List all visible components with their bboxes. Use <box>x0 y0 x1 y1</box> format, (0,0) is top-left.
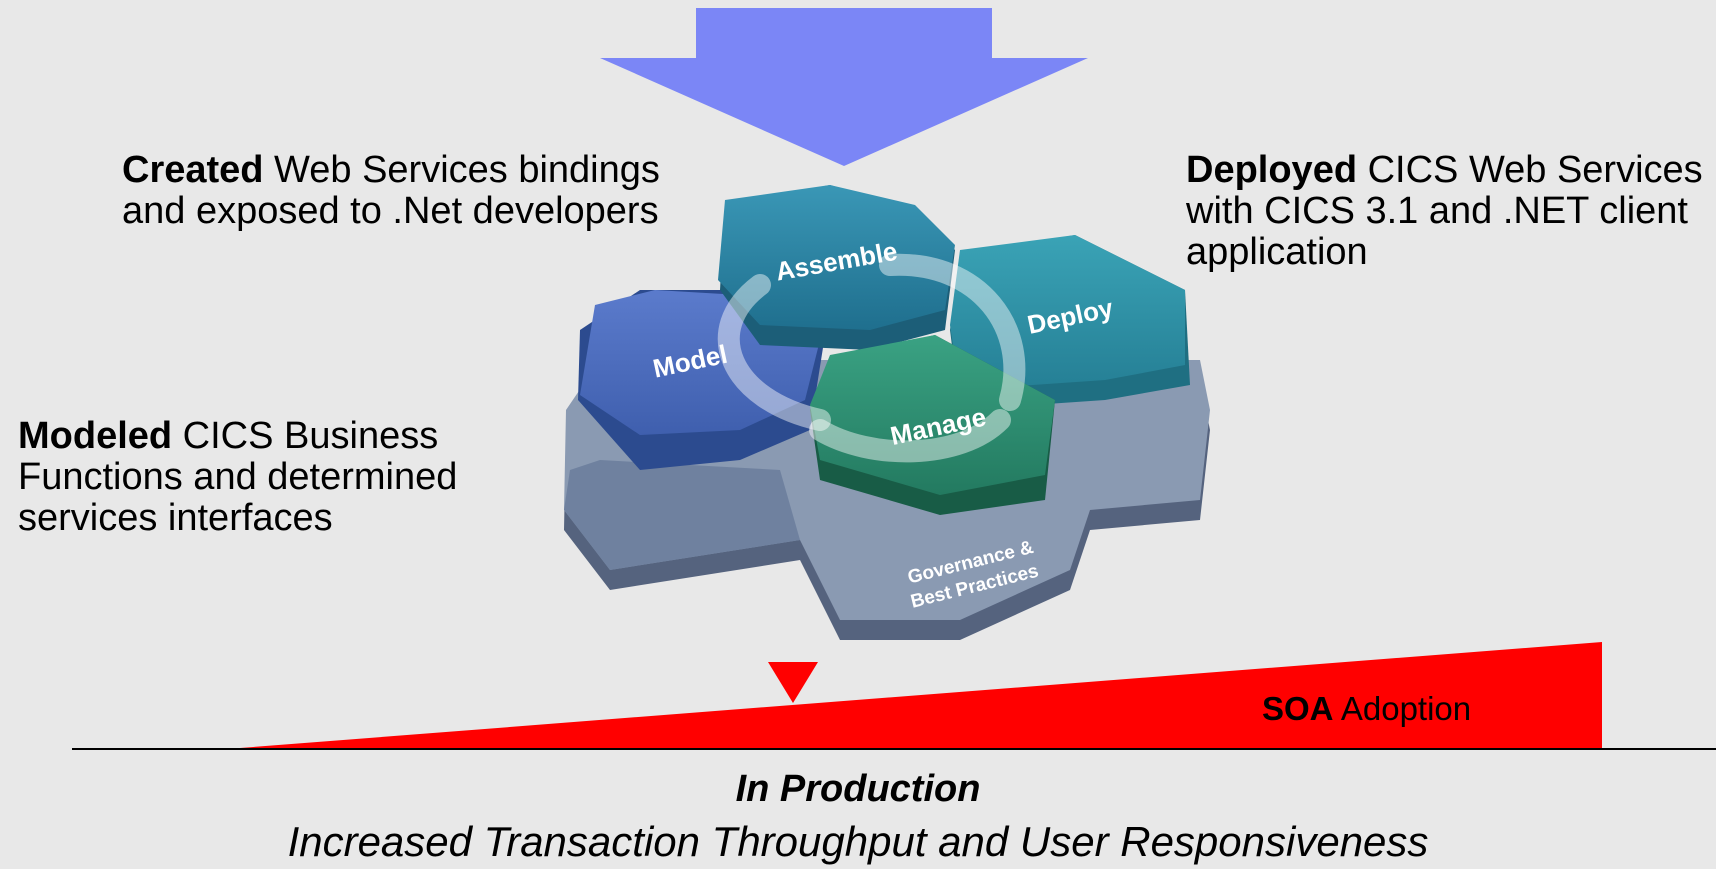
production-title: In Production <box>735 768 981 810</box>
production-subtitle: Increased Transaction Throughput and Use… <box>287 818 1429 865</box>
soa-adoption-wedge <box>240 642 1602 748</box>
deployed-annotation: Deployed CICS Web Services with CICS 3.1… <box>1186 150 1716 273</box>
lifecycle-arrows <box>717 253 1026 463</box>
modeled-annotation: Modeled CICS Business Functions and dete… <box>18 416 538 539</box>
hexagon-manage <box>810 335 1055 515</box>
modeled-bold: Modeled <box>18 415 173 457</box>
soa-text: Adoption <box>1333 690 1472 727</box>
deployed-bold: Deployed <box>1186 149 1358 191</box>
modeled-text: CICS Business Functions and determined s… <box>18 415 458 539</box>
soa-adoption-label: SOA Adoption <box>1262 690 1471 728</box>
progress-marker <box>768 662 818 703</box>
deployed-text: CICS Web Services with CICS 3.1 and .NET… <box>1186 149 1703 273</box>
hexagon-deploy <box>950 235 1190 410</box>
created-text: Web Services bindings and exposed to .Ne… <box>122 149 660 232</box>
top-down-arrow <box>600 8 1088 166</box>
hexagon-assemble <box>718 185 955 350</box>
created-annotation: Created Web Services bindings and expose… <box>122 150 682 232</box>
created-bold: Created <box>122 149 264 191</box>
soa-bold: SOA <box>1262 690 1334 727</box>
